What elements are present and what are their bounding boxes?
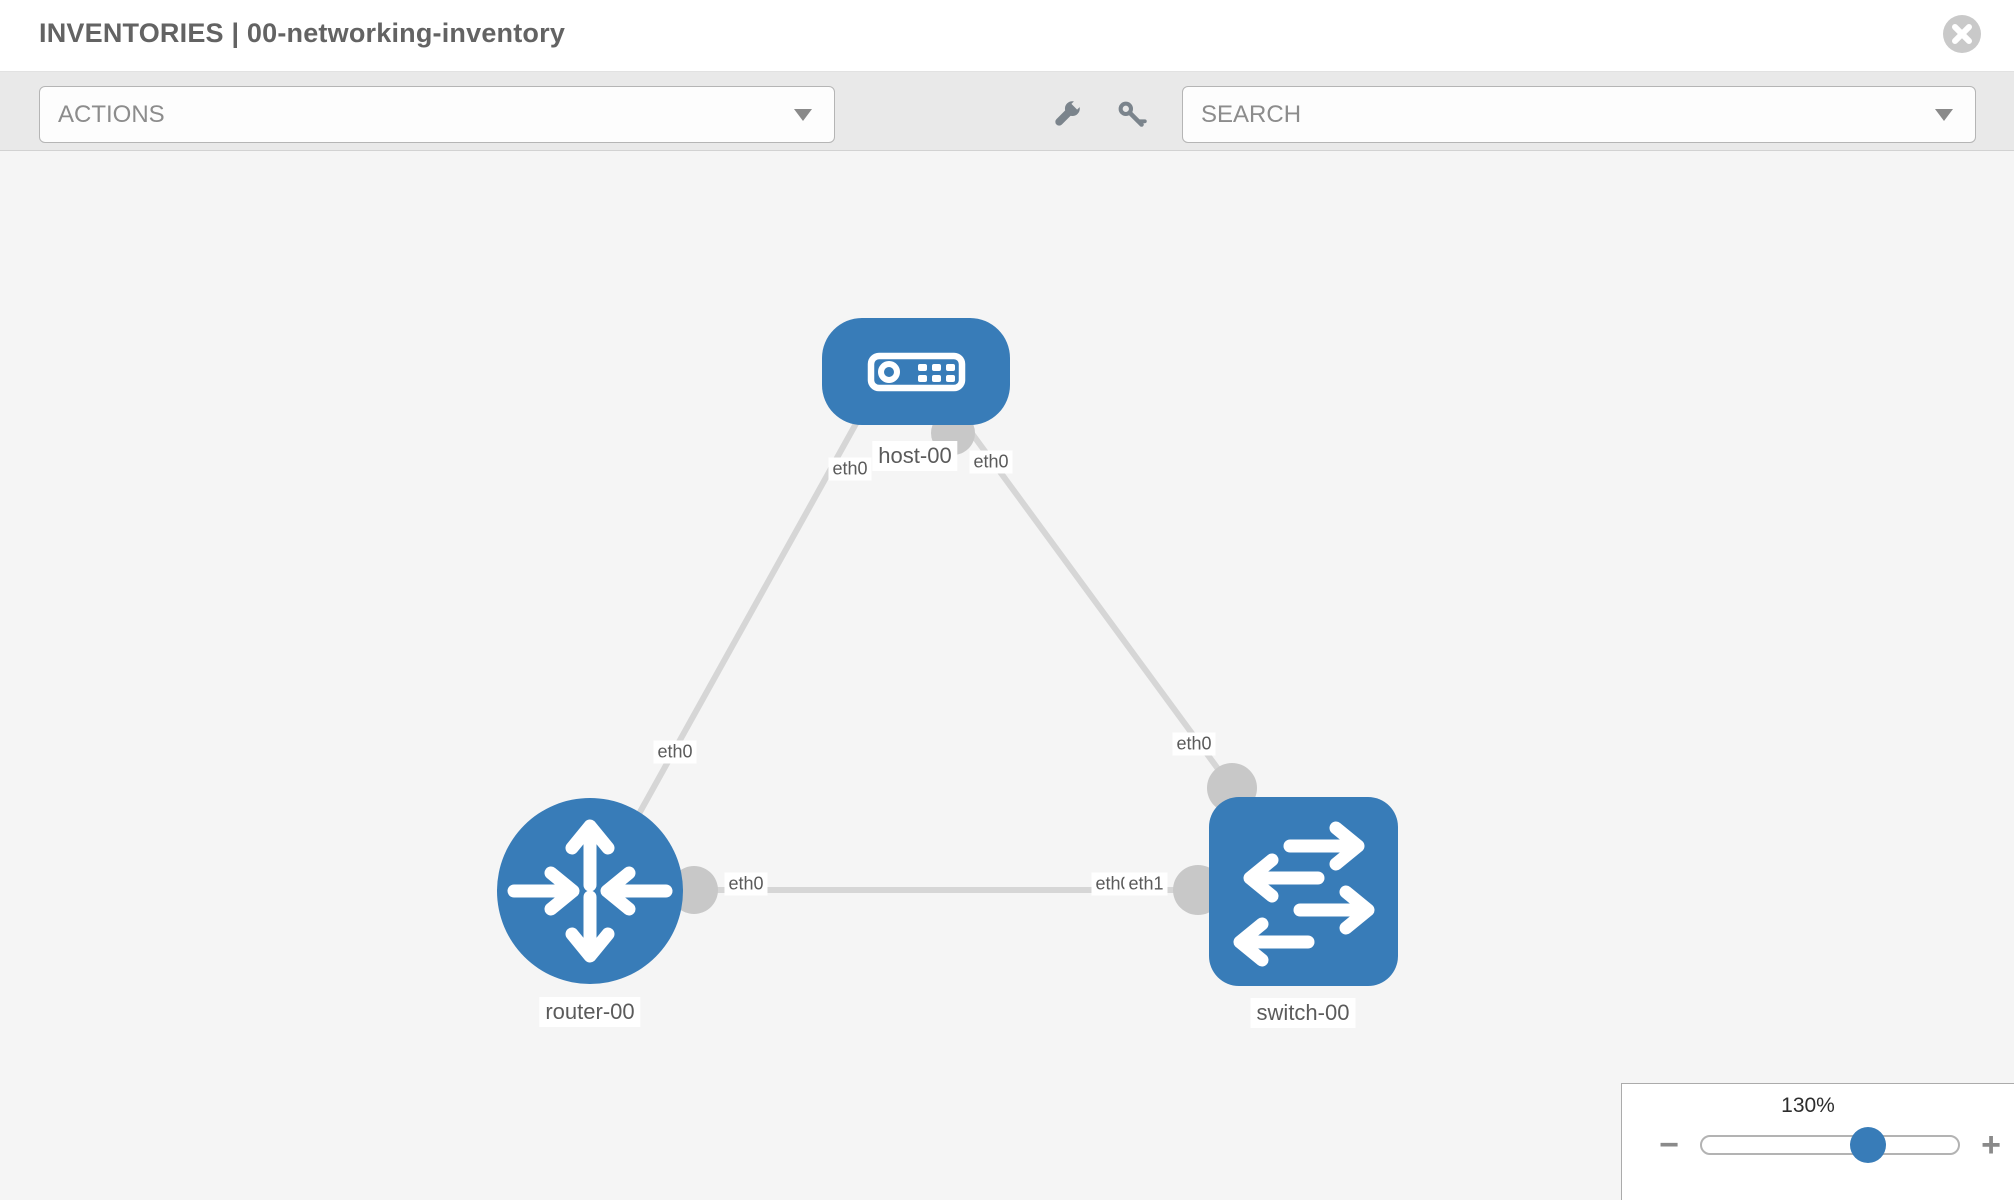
topology-canvas[interactable]	[0, 151, 2014, 1200]
chevron-down-icon	[1935, 108, 1953, 121]
close-icon	[1943, 15, 1981, 53]
header: INVENTORIES | 00-networking-inventory	[0, 0, 2014, 72]
zoom-in-button[interactable]: +	[1974, 1128, 2008, 1162]
wrench-icon	[1055, 97, 1084, 126]
zoom-out-button[interactable]: −	[1652, 1128, 1686, 1162]
switch-icon	[1233, 821, 1375, 967]
search-dropdown[interactable]: SEARCH	[1182, 86, 1976, 143]
router-icon	[507, 819, 673, 963]
chevron-down-icon	[794, 108, 812, 121]
actions-dropdown-label: ACTIONS	[58, 100, 165, 128]
link-host-switch[interactable]	[959, 417, 1235, 791]
zoom-panel: 130% − +	[1621, 1083, 2014, 1200]
close-button[interactable]	[1942, 14, 1982, 54]
page-title: INVENTORIES | 00-networking-inventory	[39, 18, 566, 48]
node-switch[interactable]	[1209, 797, 1398, 986]
toolbar: ACTIONS SEARCH	[0, 72, 2014, 151]
configure-button[interactable]	[1048, 97, 1084, 133]
search-dropdown-label: SEARCH	[1201, 100, 1302, 128]
node-host[interactable]	[822, 318, 1010, 425]
zoom-slider-track[interactable]	[1700, 1127, 1960, 1163]
actions-dropdown[interactable]: ACTIONS	[39, 86, 835, 143]
key-button[interactable]	[1114, 97, 1150, 133]
key-icon	[1118, 101, 1147, 127]
host-icon	[867, 352, 966, 392]
node-router[interactable]	[497, 798, 683, 984]
zoom-slider-thumb[interactable]	[1850, 1127, 1887, 1163]
zoom-level-label: 130%	[1781, 1094, 1835, 1117]
